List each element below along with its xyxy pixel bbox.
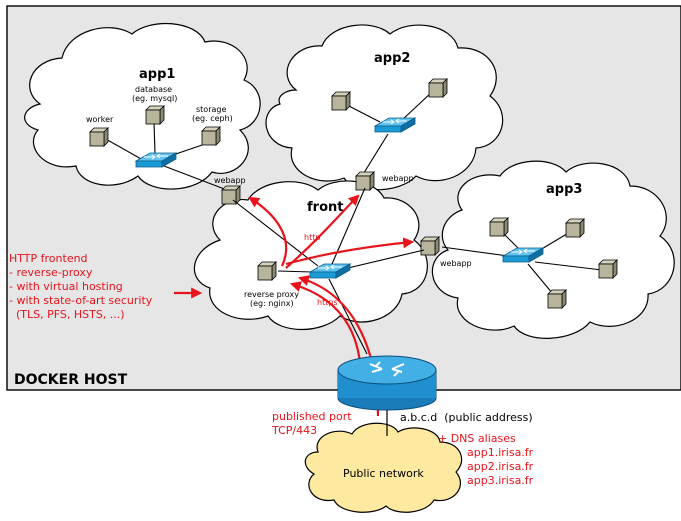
storage-sublabel: (eg. ceph) xyxy=(192,114,233,123)
http-label: http xyxy=(304,233,320,242)
reverse-proxy-server-icon xyxy=(257,261,277,281)
app3-webapp-server-icon xyxy=(420,236,440,256)
dns-alias: app1.irisa.fr xyxy=(467,446,534,459)
https-label: https xyxy=(317,298,338,307)
reverse-proxy-sublabel: (eg: nginx) xyxy=(250,299,294,308)
app3-server-d-icon xyxy=(547,289,567,309)
app3-title: app3 xyxy=(546,182,582,197)
front-title: front xyxy=(307,200,343,215)
app2-cloud xyxy=(265,24,504,191)
app3-server-c-icon xyxy=(598,259,618,279)
dns-alias: app3.irisa.fr xyxy=(467,474,534,487)
app1-cloud xyxy=(24,22,261,190)
storage-server-icon xyxy=(201,126,221,146)
app2-links xyxy=(344,91,433,177)
app1-webapp-label: webapp xyxy=(214,176,246,185)
app3-server-b-icon xyxy=(565,218,585,238)
dns-aliases-title: + DNS aliases xyxy=(438,432,516,445)
app3-cloud xyxy=(431,160,675,339)
frontend-note-line: - with virtual hosting xyxy=(9,280,123,293)
docker-host-label: DOCKER HOST xyxy=(14,372,128,388)
app1-webapp-server-icon xyxy=(221,185,241,205)
router-icon xyxy=(337,355,437,411)
public-network-label: Public network xyxy=(343,467,424,480)
frontend-notes: HTTP frontend - reverse-proxy - with vir… xyxy=(9,252,153,321)
app2-webapp-label: webapp xyxy=(382,174,414,183)
storage-label: storage xyxy=(196,105,226,114)
app1-title: app1 xyxy=(139,67,175,82)
frontend-note-line: - reverse-proxy xyxy=(9,266,93,279)
app2-server-b-icon xyxy=(428,78,448,98)
app2-webapp-server-icon xyxy=(355,171,375,191)
published-port-value: TCP/443 xyxy=(271,424,317,437)
frontend-note-line: - with state-of-art security xyxy=(9,294,153,307)
worker-label: worker xyxy=(86,115,114,124)
public-address-label: a.b.c.d (public address) xyxy=(400,411,533,424)
database-server-icon xyxy=(145,105,165,125)
front-cloud xyxy=(193,180,428,331)
worker-server-icon xyxy=(89,127,109,147)
app3-webapp-label: webapp xyxy=(440,259,472,268)
database-sublabel: (eg. mysql) xyxy=(132,94,177,103)
frontend-note-line: HTTP frontend xyxy=(9,252,88,265)
dns-alias: app2.irisa.fr xyxy=(467,460,534,473)
app2-title: app2 xyxy=(374,51,410,66)
app3-server-a-icon xyxy=(489,217,509,237)
reverse-proxy-label: reverse proxy xyxy=(244,290,299,299)
database-label: database xyxy=(135,85,172,94)
published-port-label: published port xyxy=(272,410,352,423)
app2-server-a-icon xyxy=(331,91,351,111)
frontend-note-line: (TLS, PFS, HSTS, ...) xyxy=(9,308,125,321)
public-network-cloud xyxy=(304,422,463,513)
